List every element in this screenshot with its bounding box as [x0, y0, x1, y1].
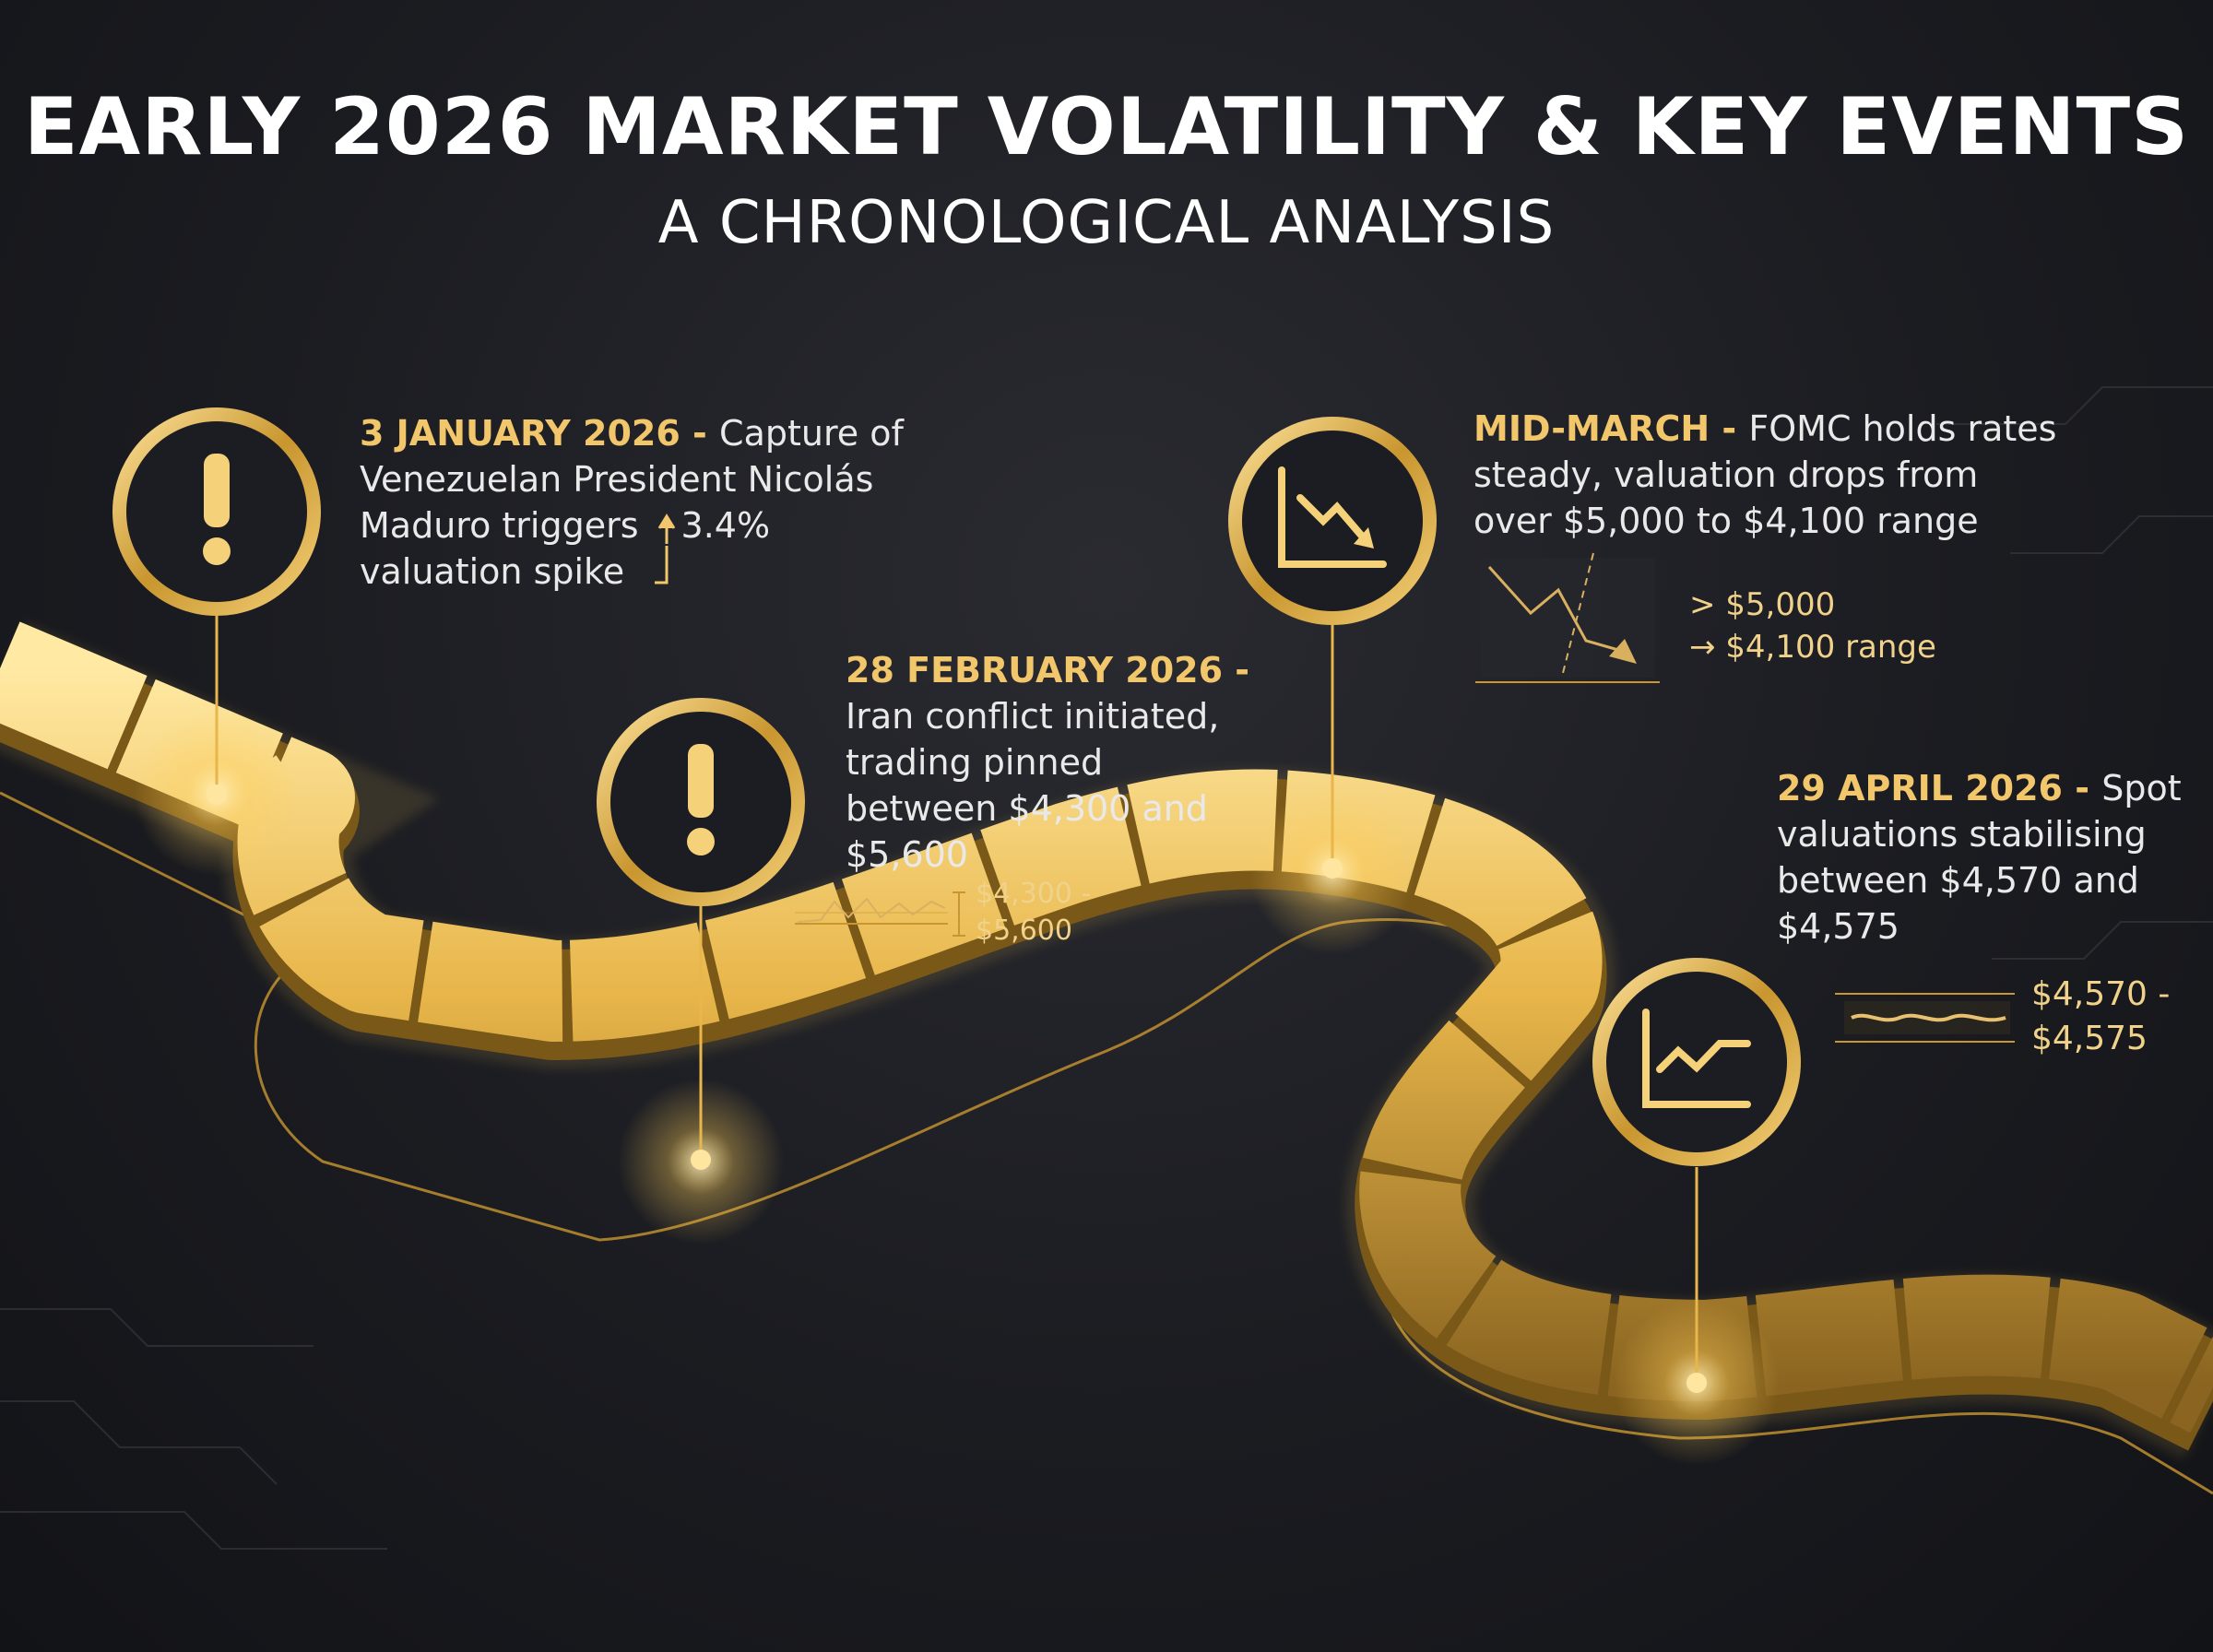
range-sparkline: [795, 891, 965, 937]
event-text: valuation spike: [360, 551, 625, 592]
range-label-line: $4,300 -: [976, 878, 1092, 910]
change-value: 3.4%: [680, 505, 771, 546]
event-february: 28 FEBRUARY 2026 - Iran conflict initiat…: [846, 647, 1249, 878]
event-text: Iran conflict initiated,: [846, 696, 1220, 737]
range-label-line: > $5,000: [1689, 586, 1836, 623]
pin-dot: [1322, 858, 1343, 879]
alert-icon: [112, 407, 321, 616]
event-text: between $4,300 and: [846, 788, 1208, 829]
event-text: $4,575: [1777, 906, 1899, 947]
range-label-line: $4,570 -: [2031, 975, 2171, 1013]
chart-down-icon: [1228, 417, 1437, 625]
range-label: $4,570 - $4,575: [2031, 973, 2170, 1061]
event-text: over $5,000 to $4,100 range: [1473, 501, 1979, 541]
pin-dot: [691, 1150, 711, 1170]
event-march: MID-MARCH - FOMC holds rates steady, val…: [1473, 406, 2056, 544]
drop-sparkline: [1475, 552, 1660, 683]
circuit-decoration: [0, 386, 2213, 1550]
range-label: > $5,000 → $4,100 range: [1689, 584, 1936, 668]
range-label-line: $5,600: [976, 914, 1072, 947]
event-text: trading pinned: [846, 742, 1104, 783]
event-text: Spot: [2101, 768, 2182, 808]
event-date: 28 FEBRUARY 2026: [846, 650, 1224, 690]
event-text: between $4,570 and: [1777, 860, 2139, 901]
event-text: steady, valuation drops from: [1473, 454, 1979, 495]
event-text: $5,600: [846, 834, 968, 875]
alert-icon: [597, 698, 805, 906]
event-january: 3 JANUARY 2026 - Capture of Venezuelan P…: [360, 410, 904, 595]
stable-band: [1835, 993, 2015, 1043]
arrow-up-icon: [655, 513, 676, 584]
event-date: 3 JANUARY 2026: [360, 413, 680, 454]
range-label-line: → $4,100 range: [1689, 629, 1936, 666]
range-label: $4,300 - $5,600: [976, 876, 1091, 950]
page-title: EARLY 2026 MARKET VOLATILITY & KEY EVENT…: [23, 81, 2190, 173]
chart-up-icon: [1592, 958, 1801, 1166]
event-date: 29 APRIL 2026: [1777, 768, 2063, 808]
pin-dot: [207, 785, 227, 805]
page-subtitle: A CHRONOLOGICAL ANALYSIS: [657, 189, 1556, 257]
pin-dot: [1686, 1373, 1707, 1393]
event-text: Maduro triggers: [360, 505, 639, 546]
event-date: MID-MARCH: [1473, 408, 1710, 449]
event-text: FOMC holds rates: [1748, 408, 2057, 449]
event-text: Venezuelan President Nicolás: [360, 459, 874, 500]
event-text: valuations stabilising: [1777, 814, 2147, 855]
event-april: 29 APRIL 2026 - Spot valuations stabilis…: [1777, 765, 2182, 950]
range-label-line: $4,575: [2031, 1020, 2148, 1057]
event-text: Capture of: [719, 413, 904, 454]
